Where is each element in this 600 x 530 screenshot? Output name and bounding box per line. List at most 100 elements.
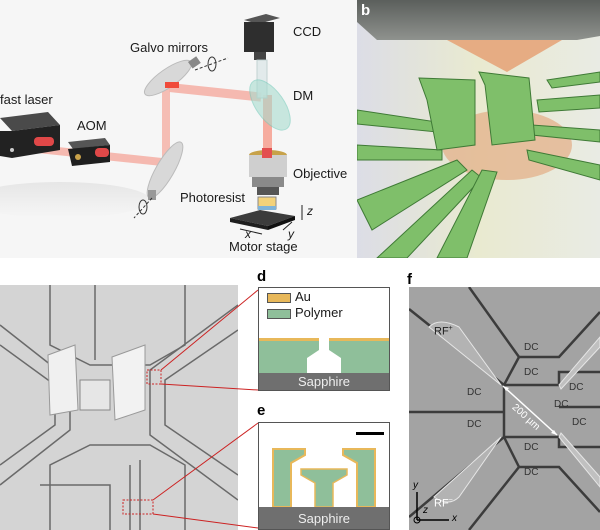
galvo-mirror-top	[143, 56, 201, 97]
label-dc-6: DC	[467, 419, 482, 430]
panel-d-letter: d	[257, 268, 267, 285]
panel-f-sem: RF+ RF− DC DC DC DC DC DC DC DC DC 200 µ…	[409, 287, 600, 530]
panel-e-letter: e	[257, 402, 266, 419]
sem-center	[79, 379, 111, 411]
polymer-center-e	[300, 468, 348, 508]
label-dc-3: DC	[569, 382, 584, 393]
scale-bar	[356, 432, 384, 435]
panel-a-optical-setup: fast laser AOM Galvo mirrors CCD DM Obje…	[0, 0, 357, 258]
label-axis-z: z	[307, 204, 313, 218]
cross-section-e	[259, 432, 389, 529]
rotation-axis-icon-bottom	[133, 197, 153, 219]
label-dm: DM	[293, 88, 314, 103]
galvo-mirror-bottom	[146, 141, 184, 200]
label-ccd: CCD	[293, 24, 322, 39]
polymer-right-e	[342, 448, 376, 508]
floor-shadow	[0, 182, 150, 218]
scale-arrow	[502, 385, 558, 436]
rf-minus-text: RF	[434, 497, 449, 510]
motor-stage-top	[230, 210, 295, 226]
label-dc-4: DC	[467, 387, 482, 398]
photoresist-substrate	[258, 206, 276, 210]
label-laser: fast laser	[0, 92, 53, 107]
gold-layer-left	[259, 338, 319, 341]
rf-minus-sup: −	[448, 497, 453, 504]
panel-e-cross-section: Sapphire	[258, 422, 390, 530]
rf-plus-text: RF	[434, 325, 449, 338]
laser-beam-down	[263, 95, 272, 157]
sapphire-substrate-d	[259, 373, 389, 390]
axis-z-icon	[413, 516, 421, 524]
sem-blade-right	[111, 344, 146, 421]
polymer-left	[259, 341, 319, 373]
polymer-right	[329, 341, 389, 373]
panel-c-sem	[0, 285, 238, 530]
panel-b-render: b	[357, 0, 600, 258]
laser-beam-2	[169, 83, 262, 102]
laser-cone	[447, 40, 562, 72]
label-dc-5: DC	[554, 399, 569, 410]
panel-d-cross-section: Au Polymer Sapphire	[258, 287, 390, 391]
arrow-y	[282, 221, 293, 231]
axis-z-label: z	[423, 505, 428, 516]
callout-line-e-top	[152, 422, 259, 501]
motor-stage-side	[230, 218, 268, 230]
arrow-x	[239, 228, 263, 235]
rf-electrode-se	[558, 432, 600, 488]
label-dc-1: DC	[524, 342, 539, 353]
dichroic-mirror	[249, 79, 291, 131]
label-axis-y: y	[288, 227, 294, 241]
gold-layer-right	[329, 338, 389, 341]
trap-render-illustration	[357, 0, 600, 258]
callout-line-e-bottom	[152, 513, 259, 529]
label-galvo-mirrors: Galvo mirrors	[130, 40, 209, 55]
objective-render	[357, 0, 600, 40]
laser-beam-vertical	[162, 80, 170, 165]
rf-minus-electrode	[433, 436, 502, 503]
label-dc-2: DC	[524, 367, 539, 378]
label-rf-plus: RF+	[434, 325, 453, 338]
green-electrodes	[357, 71, 600, 258]
callout-box-e	[122, 499, 154, 515]
label-aom: AOM	[77, 118, 107, 133]
motor-stage-side2	[268, 216, 295, 230]
legend-swatch-au	[267, 293, 291, 303]
axis-x-label: x	[452, 513, 457, 524]
label-photoresist: Photoresist	[180, 190, 246, 205]
callout-line-d-top	[160, 289, 259, 371]
sapphire-label-e: Sapphire	[297, 511, 351, 526]
label-motor-stage: Motor stage	[229, 239, 298, 254]
aom-box	[68, 138, 110, 166]
panel-f-letter: f	[407, 271, 412, 288]
axis-y-label: y	[413, 480, 418, 491]
label-dc-9: DC	[524, 467, 539, 478]
sapphire-substrate-e	[259, 507, 389, 529]
sem-electrode-outlines	[0, 285, 238, 530]
objective-lens	[249, 148, 287, 195]
sem-image	[0, 285, 238, 530]
label-dc-8: DC	[524, 442, 539, 453]
label-dc-7: DC	[572, 417, 587, 428]
rf-electrode-ne	[558, 336, 600, 390]
rf-plus-sup: +	[448, 325, 453, 332]
callout-box-d	[146, 369, 162, 385]
label-rf-minus: RF−	[434, 497, 453, 510]
sapphire-label-d: Sapphire	[297, 374, 351, 389]
panel-b-letter: b	[361, 2, 371, 19]
legend-label-polymer: Polymer	[295, 305, 343, 320]
legend-label-au: Au	[295, 289, 311, 304]
trap-sem-topview	[409, 287, 600, 530]
cross-section-d	[259, 338, 389, 390]
rf-plus-electrode	[428, 321, 502, 386]
ccd-camera	[244, 14, 280, 99]
polymer-left-e	[272, 448, 306, 508]
callout-line-d-bottom	[160, 383, 259, 391]
label-objective: Objective	[293, 166, 348, 181]
scale-arrowhead-end	[551, 430, 557, 435]
label-axis-x: x	[245, 227, 251, 241]
optical-setup-illustration	[0, 14, 303, 235]
legend-swatch-polymer	[267, 309, 291, 319]
laser-box	[0, 112, 60, 158]
scale-arrowhead-start	[503, 386, 509, 391]
